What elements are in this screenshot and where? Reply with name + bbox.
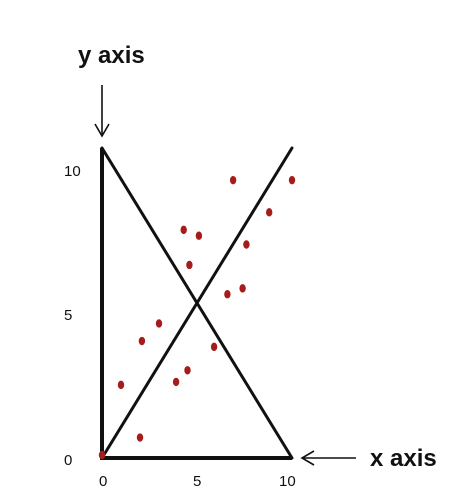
y-axis-arrow (94, 85, 110, 138)
data-point-8 (184, 366, 191, 375)
data-point-15 (243, 240, 250, 249)
data-point-4 (138, 336, 146, 346)
trend-line-2 (100, 146, 294, 460)
data-point-17 (288, 175, 296, 185)
y-axis-title: y axis (78, 42, 145, 69)
data-point-5 (155, 319, 163, 328)
data-point-13 (229, 175, 237, 185)
data-point-2 (117, 380, 125, 390)
data-point-12 (224, 290, 231, 299)
data-point-10 (195, 231, 203, 240)
data-point-14 (239, 284, 246, 293)
x-tick-label-5: 5 (193, 473, 201, 490)
data-point-1 (98, 450, 106, 460)
data-points (98, 175, 296, 460)
data-point-7 (180, 225, 187, 235)
y-tick-label-0: 0 (64, 452, 72, 469)
x-axis-arrow (300, 450, 356, 466)
data-point-16 (266, 208, 273, 217)
x-axis-title: x axis (370, 445, 437, 472)
y-tick-label-5: 5 (64, 307, 72, 324)
x-tick-label-10: 10 (279, 473, 296, 490)
data-point-9 (186, 260, 193, 270)
data-point-3 (136, 433, 144, 442)
data-point-11 (210, 342, 218, 352)
axes (100, 148, 292, 460)
y-tick-label-10: 10 (64, 163, 81, 180)
data-point-6 (172, 377, 180, 387)
x-tick-label-0: 0 (99, 473, 107, 490)
trend-lines (100, 146, 294, 460)
